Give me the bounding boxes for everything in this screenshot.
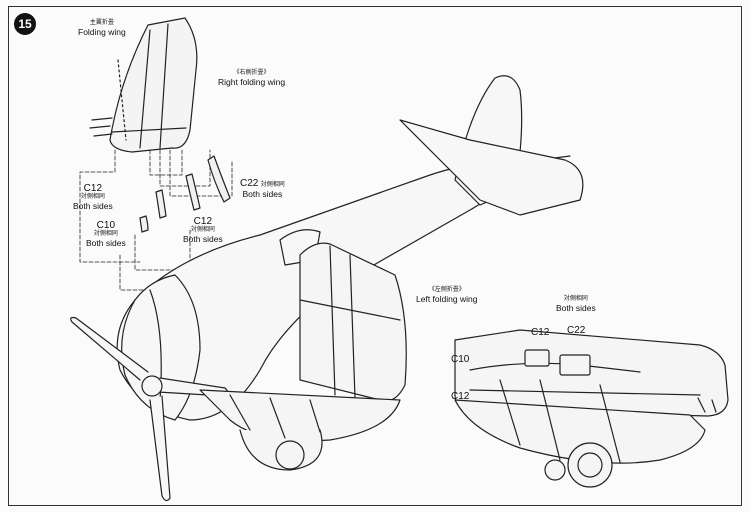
c10-jp: 対側相同	[93, 231, 118, 237]
left-folding-wing-en: Left folding wing	[416, 294, 478, 304]
c22-jp: 対側相同	[260, 182, 285, 188]
c12-both-sides-upper-label: C12 対側相同 Both sides	[73, 183, 113, 211]
inset-c12-top-part: C12	[531, 327, 550, 338]
left-folding-wing-label: 《左側折畳》 Left folding wing	[416, 287, 477, 304]
right-folding-wing-label: 《右側折畳》 Right folding wing	[218, 70, 285, 87]
inset-detail	[454, 329, 729, 488]
left-folding-wing-jp: 《左側折畳》	[428, 287, 465, 293]
c22-en: Both sides	[242, 189, 283, 199]
inset-c12-top-label: C12	[531, 327, 549, 338]
folding-wing-en: Folding wing	[78, 27, 126, 37]
page-frame	[8, 6, 742, 506]
right-folding-wing-en: Right folding wing	[218, 77, 286, 87]
c12-lower-part-number: C12	[193, 216, 213, 227]
c12-upper-en: Both sides	[73, 201, 113, 211]
c12-lower-jp: 対側相同	[190, 227, 215, 233]
c10-both-sides-label: C10 対側相同 Both sides	[86, 220, 126, 248]
aircraft-wing	[199, 242, 407, 471]
step-number-badge: 15	[14, 13, 36, 35]
folding-wing-label: 主翼折畳 Folding wing	[78, 20, 126, 37]
inset-c12-left-part: C12	[451, 391, 470, 402]
inset-c10-label: C10	[451, 354, 469, 365]
folded-wing-part	[89, 17, 198, 153]
c12-upper-jp: 対側相同	[80, 194, 105, 200]
c22-both-sides-label: C22 対側相同 Both sides	[240, 178, 285, 199]
inset-both-en: Both sides	[556, 303, 596, 313]
inset-c12-left-label: C12	[451, 391, 469, 402]
c12-upper-part-number: C12	[83, 183, 103, 194]
inset-c22-part: C22	[567, 325, 586, 336]
c10-part-number: C10	[96, 220, 116, 231]
folding-wing-jp: 主翼折畳	[89, 20, 114, 26]
c10-en: Both sides	[86, 238, 126, 248]
c12-both-sides-lower-label: C12 対側相同 Both sides	[183, 216, 223, 244]
right-folding-wing-jp: 《右側折畳》	[233, 70, 270, 76]
inset-c22-label: C22	[567, 325, 585, 336]
c12-lower-en: Both sides	[183, 234, 223, 244]
small-parts	[139, 155, 231, 233]
c22-part-number: C22	[240, 178, 259, 189]
inset-both-jp: 対側相同	[563, 296, 588, 302]
inset-both-sides-label: 対側相同 Both sides	[556, 296, 596, 313]
inset-c10-part: C10	[451, 354, 470, 365]
